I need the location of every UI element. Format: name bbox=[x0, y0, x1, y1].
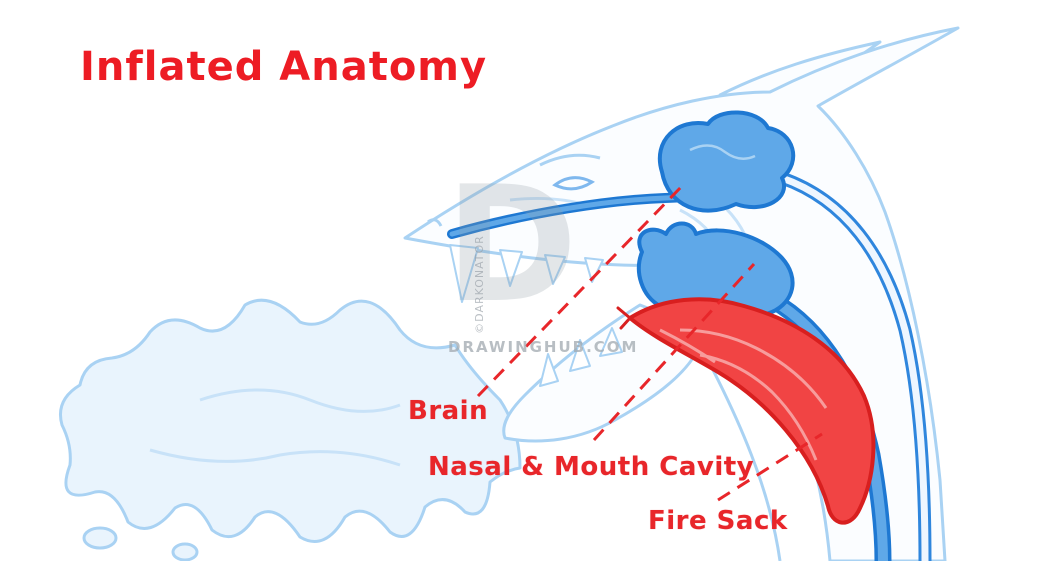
fire-sack-shape bbox=[616, 297, 876, 525]
dragon-brow-line bbox=[539, 153, 601, 167]
brain-shape bbox=[658, 110, 796, 213]
flame-breath bbox=[59, 298, 522, 561]
nasal-leader-line bbox=[592, 262, 756, 442]
label-nasal-mouth-cavity: Nasal & Mouth Cavity bbox=[428, 452, 755, 482]
dragon-nostril bbox=[427, 218, 443, 227]
dragon-lower-teeth bbox=[539, 327, 623, 387]
flame-puff bbox=[171, 542, 199, 561]
spinal-tube bbox=[775, 171, 932, 561]
fire-sack-leader-line bbox=[717, 432, 823, 502]
dragon-upper-teeth bbox=[449, 244, 604, 303]
flame-cloud-shape bbox=[59, 298, 522, 543]
dragon-neck-front bbox=[698, 344, 782, 561]
flame-inner-line bbox=[199, 388, 401, 413]
label-fire-sack: Fire Sack bbox=[648, 506, 788, 536]
watermark-logo: D bbox=[445, 151, 578, 338]
page-title: Inflated Anatomy bbox=[80, 44, 488, 90]
watermark-artist: ©DARKONATOR bbox=[472, 235, 486, 334]
brain-leader-line bbox=[476, 182, 686, 398]
flame-inner-line bbox=[149, 448, 401, 467]
dragon-eye bbox=[552, 176, 595, 191]
leader-lines bbox=[476, 182, 823, 502]
flame-puff bbox=[82, 526, 118, 550]
label-brain: Brain bbox=[408, 396, 489, 426]
watermark-site: DRAWINGHUB.COM bbox=[448, 338, 639, 356]
